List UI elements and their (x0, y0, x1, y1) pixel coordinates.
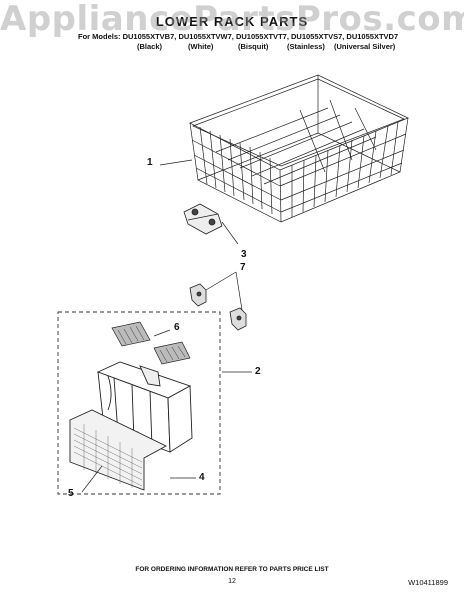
rack-wheel-part (183, 203, 223, 235)
color-bisquit: (Bisquit) (238, 42, 269, 51)
leader-lines (81, 159, 252, 493)
basket-lid-parts (111, 321, 191, 365)
page-title: LOWER RACK PARTS (155, 14, 309, 29)
callout-1: 1 (147, 157, 153, 168)
page-number: 12 (228, 578, 236, 585)
document-id: W10411899 (408, 578, 448, 587)
models-line: For Models: DU1055XTVB7, DU1055XTVW7, DU… (78, 32, 399, 41)
color-stainless: (Stainless) (287, 42, 325, 51)
ordering-note: FOR ORDERING INFORMATION REFER TO PARTS … (135, 566, 329, 573)
callout-2: 2 (255, 366, 261, 377)
basket-group-box (57, 311, 221, 495)
basket-cover-grid (69, 409, 167, 491)
color-black: (Black) (137, 42, 163, 51)
lower-rack-basket (189, 74, 409, 223)
rack-clip-parts (189, 283, 247, 331)
callout-3: 3 (241, 249, 247, 260)
color-white: (White) (188, 42, 214, 51)
color-universal-silver: (Universal Silver) (334, 42, 396, 51)
callout-5: 5 (68, 488, 74, 499)
callout-7: 7 (240, 262, 246, 273)
callout-4: 4 (199, 472, 205, 483)
callout-6: 6 (174, 322, 180, 333)
